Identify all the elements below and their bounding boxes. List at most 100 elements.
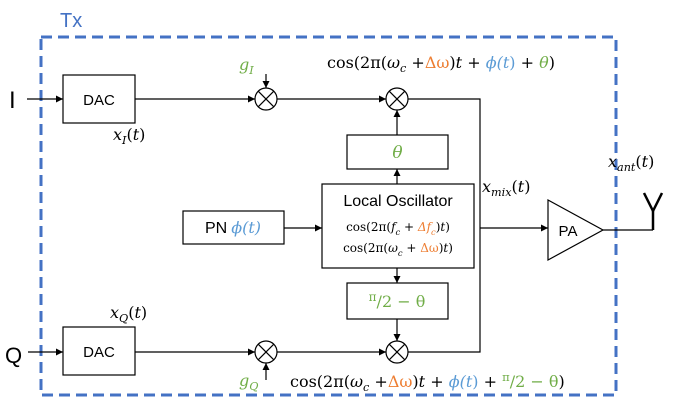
x-i-part: I [121,134,127,147]
input-i-label: I [9,87,16,114]
top-formula-part: t [503,53,510,72]
top-formula-part: θ [539,53,549,72]
signal-lines [27,74,653,380]
bottom-formula-part: ϕ( [449,372,467,391]
g-i-part: I [248,64,254,77]
x-ant-part: t [642,152,649,171]
bottom-formula-part: + [479,372,503,391]
lo-formula-1-part: Δf [417,220,434,234]
q-branch-carrier-formula: cos(2π(ωc +Δω)t + ϕ(t) + π/2 − θ) [290,370,565,394]
bottom-formula-part: t [419,372,426,391]
quadrature-rest: /2 − θ [377,292,426,311]
bottom-formula-part: Δω [388,372,413,391]
lo-formula-2-part: c [398,248,403,258]
antenna-icon [642,192,664,230]
top-formula-part: Δω [425,53,450,72]
x-q-part: x [110,303,119,322]
x-q-part: Q [119,312,128,325]
lo-formula-2: cos(2π(ωc + Δω)t) [343,241,453,258]
lo-formula-2-part: cos(2π( [343,241,388,255]
power-amplifier-block [547,198,605,262]
x-mix-part: x [482,177,491,196]
x-ant-part: ( [635,152,641,171]
lo-formula-1-part: ) [436,220,441,234]
bottom-formula-part: + [369,372,388,391]
tx-frame [39,35,618,397]
x-i-part: x [113,125,122,144]
x-q-part: ( [128,303,134,322]
x-ant-part: ant [617,161,636,174]
x-i-signal-label: xI(t) [113,125,145,147]
lo-formula-2-part: ω [388,241,398,255]
local-oscillator-block [321,183,475,269]
top-formula-part: ) [449,53,455,72]
lo-formula-1-part: f [390,220,398,234]
bottom-formula-part: + [425,372,449,391]
x-i-part: t [133,125,140,144]
lo-formula-1-part: c [396,227,401,237]
top-formula-part: t [456,53,463,72]
output-y-label: Y [636,217,637,219]
carrier-mixer-i [385,87,409,111]
tx-title: Tx [60,10,82,32]
pn-text: PN [205,220,227,237]
i-branch-carrier-formula: cos(2π(ωc +Δω)t + ϕ(t) + θ) [327,53,555,75]
top-formula-part: ϕ( [486,53,504,72]
x-i-part: ( [126,125,132,144]
x-q-signal-label: xQ(t) [110,303,147,325]
x-mix-signal-label: xmix(t) [482,177,530,199]
g-q-part: g [239,371,249,390]
lo-formula-2-part: + [403,241,421,255]
top-formula-part: + [516,53,540,72]
lo-formula-2-part: ) [448,241,453,255]
x-ant-part: x [608,152,617,171]
lo-formula-1: cos(2π(fc + Δfc)t) [346,220,450,237]
x-ant-signal-label: xant(t) [608,152,654,174]
top-formula-part: + [462,53,486,72]
quadrature-phase-label: π/2 − θ [369,290,426,311]
pn-phi: ϕ(t) [231,218,261,237]
lo-formula-1-part: ) [445,220,450,234]
top-formula-part: cos(2π( [327,53,387,72]
gain-mixer-q [254,340,278,364]
phase-noise-block [182,210,285,245]
carrier-mixer-q [385,340,409,364]
lo-formula-2-part: Δω [420,241,439,255]
quadrature-pi: π [369,290,377,304]
power-amplifier-label: PA [559,223,578,240]
bottom-formula-part: t [466,372,473,391]
theta-label: θ [392,143,402,163]
top-formula-part: ) [509,53,515,72]
x-ant-part: ) [648,152,654,171]
dac-q-label: DAC [83,344,115,361]
x-mix-part: mix [491,186,512,199]
bottom-formula-part: π [502,370,510,384]
local-oscillator-label: Local Oscillator [343,193,453,210]
top-formula-part: c [400,62,407,75]
dac-q-block [62,326,136,376]
bottom-formula-part: ) [472,372,478,391]
g-q-part: Q [249,380,258,393]
x-q-part: ) [141,303,147,322]
gain-mixer-i [254,87,278,111]
x-mix-part: t [518,177,525,196]
lo-formula-2-part: t [443,241,448,255]
x-mix-part: ) [524,177,530,196]
bottom-formula-part: ω [350,372,363,391]
x-i-part: ) [139,125,145,144]
dac-i-label: DAC [83,92,115,109]
bottom-formula-part: cos(2π( [290,372,350,391]
bottom-formula-part: /2 − θ [510,372,559,391]
bottom-formula-part: c [363,381,370,394]
lo-formula-1-part: t [440,220,445,234]
lo-formula-1-part: c [431,227,436,237]
lo-formula-2-part: ) [439,241,444,255]
lo-formula-1-part: cos(2π( [346,220,391,234]
top-formula-part: ) [549,53,555,72]
top-formula-part: + [406,53,425,72]
bottom-formula-part: ) [558,372,564,391]
g-i-part: g [239,55,249,74]
x-q-part: t [134,303,141,322]
